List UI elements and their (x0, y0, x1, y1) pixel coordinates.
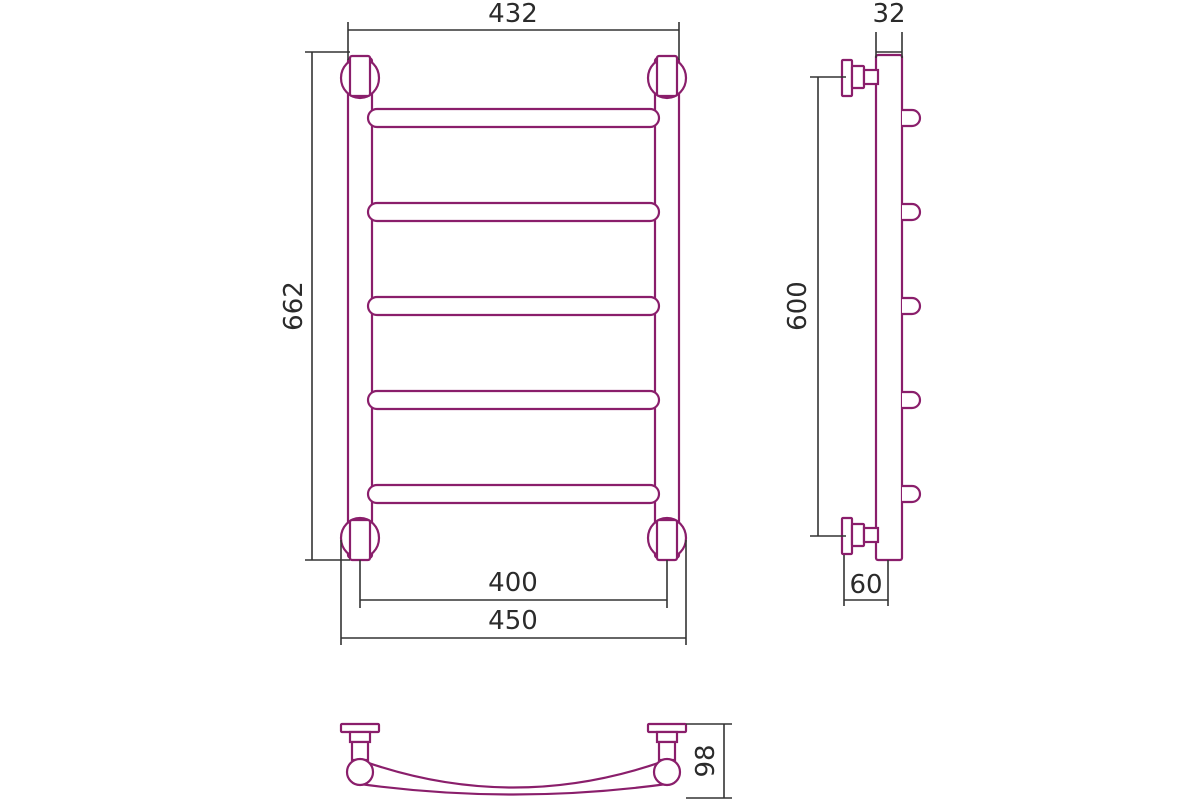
top-fitting-right (655, 730, 679, 744)
dimension-450: 450 (340, 540, 687, 645)
dimension-label-60: 60 (849, 570, 882, 600)
top-curved-bar (358, 758, 669, 796)
top-pipe-end-left (345, 757, 375, 787)
dimension-432: 432 (347, 0, 680, 60)
top-nut-left (350, 740, 370, 762)
side-crossbar-nub (902, 202, 922, 222)
side-crossbar-nub (902, 484, 922, 504)
side-vertical-pipe (874, 53, 904, 562)
mount-fitting-top-right (646, 54, 688, 100)
side-view: 32 600 60 (783, 0, 922, 606)
crossbar (366, 483, 661, 505)
crossbar (366, 389, 661, 411)
crossbar (366, 201, 661, 223)
top-nut-right (657, 740, 677, 762)
mount-fitting-bottom-right (646, 516, 688, 562)
dimension-600: 600 (783, 76, 846, 537)
crossbars (366, 107, 661, 505)
dimension-32: 32 (872, 0, 906, 58)
dimension-662: 662 (279, 51, 350, 561)
dimension-label-600: 600 (783, 281, 813, 331)
front-view: 432 662 400 450 (279, 0, 688, 645)
side-mount-top (840, 58, 880, 98)
top-fitting-left (348, 730, 372, 744)
dimension-label-98: 98 (691, 744, 721, 777)
crossbar (366, 295, 661, 317)
dimension-400: 400 (359, 560, 668, 608)
mount-fitting-bottom-left (339, 516, 381, 562)
dimension-label-432: 432 (488, 0, 538, 29)
crossbar (366, 107, 661, 129)
dimension-label-400: 400 (488, 568, 538, 598)
side-crossbar-nub (902, 390, 922, 410)
top-wall-plate-left (339, 722, 381, 734)
dimension-98: 98 (686, 723, 732, 799)
dimension-label-662: 662 (279, 281, 309, 331)
dimension-60: 60 (843, 555, 889, 606)
side-crossbar-nub (902, 296, 922, 316)
top-pipe-end-right (652, 757, 682, 787)
side-crossbar-nubs (902, 108, 922, 504)
side-crossbar-nub (902, 108, 922, 128)
top-wall-plate-right (646, 722, 688, 734)
dimension-label-32: 32 (872, 0, 905, 29)
mount-fitting-top-left (339, 54, 381, 100)
dimension-label-450: 450 (488, 606, 538, 636)
side-mount-bottom (840, 516, 880, 556)
top-view: 98 (339, 722, 732, 799)
